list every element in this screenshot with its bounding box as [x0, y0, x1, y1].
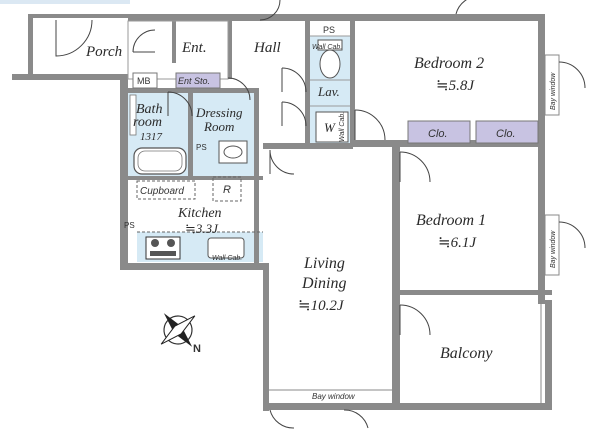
bay-window-bed1-label: Bay window: [550, 230, 557, 268]
dressing-fill: [192, 92, 258, 178]
ps-kitchen-label: PS: [124, 221, 135, 230]
cupboard-label: Cupboard: [140, 186, 184, 197]
living-line2: Dining: [301, 275, 346, 292]
bathroom-size: 1317: [140, 131, 163, 143]
ent-storage: [175, 72, 221, 89]
hall-label: Hall: [253, 40, 281, 56]
toilet-bowl: [319, 49, 341, 79]
stove-grill: [150, 251, 176, 256]
bay-window-bed2-box: [544, 54, 560, 116]
bathtub: [133, 147, 187, 175]
entrance-label: Ent.: [181, 40, 207, 56]
living-line1: Living: [303, 255, 345, 272]
compass: [160, 313, 196, 347]
cupboard-space: [136, 180, 196, 200]
kitchen-area: ≒3.3J: [185, 221, 219, 236]
washer-box: [315, 111, 349, 143]
closet-left-label: Clo.: [428, 128, 448, 140]
dressing-line1: Dressing: [195, 105, 243, 120]
mb-label: MB: [137, 76, 151, 86]
ent-storage-label: Ent Sto.: [178, 76, 210, 86]
closet-right: [475, 120, 539, 144]
lavatory-label: Lav.: [317, 84, 340, 99]
refrigerator-space: [212, 176, 242, 202]
dressing-line2: Room: [203, 119, 234, 134]
wash-basin: [218, 140, 248, 164]
bay-window-bed1-box: [544, 214, 560, 276]
closet-right-label: Clo.: [496, 128, 516, 140]
bathroom-line2: room: [133, 115, 162, 130]
basin-bowl: [223, 145, 243, 159]
bath-shelf: [129, 94, 137, 136]
mb-box: [132, 72, 158, 89]
wall-cab-kitchen-label: Wall Cab.: [212, 255, 242, 262]
bedroom2-area: ≒5.8J: [436, 78, 475, 94]
bathroom-line1: Bath: [136, 102, 162, 117]
balcony-label: Balcony: [440, 345, 493, 362]
wall-cab-lav-label: Wall Cab.: [312, 44, 342, 51]
bay-window-bed2-label: Bay window: [550, 72, 557, 110]
ps-dressing-label: PS: [196, 143, 207, 152]
bathtub-inner: [137, 150, 183, 172]
kitchen-sink: [207, 237, 245, 259]
ps-top-label: PS: [323, 25, 335, 35]
wall-cab-washer-label: Wall Cab.: [339, 112, 346, 142]
living-area: ≒10.2J: [298, 298, 345, 314]
burner-1: [151, 239, 159, 247]
bay-window-bottom-label: Bay window: [312, 392, 356, 401]
burner-2: [167, 239, 175, 247]
doors: [55, 0, 586, 429]
closet-left: [407, 120, 471, 144]
bedroom2-name: Bedroom 2: [414, 55, 484, 72]
porch-label: Porch: [85, 44, 122, 60]
bedroom1-name: Bedroom 1: [416, 212, 486, 229]
washer-label: W: [324, 120, 336, 135]
compass-label: N: [193, 343, 201, 355]
refrigerator-label: R: [223, 184, 231, 196]
top-bar: [0, 0, 130, 4]
kitchen-name: Kitchen: [177, 206, 222, 221]
bedroom1-area: ≒6.1J: [438, 235, 477, 251]
